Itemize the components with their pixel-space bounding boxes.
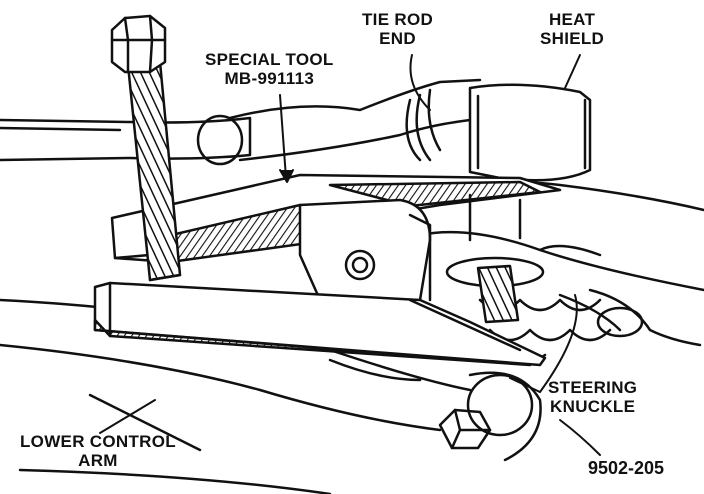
label-lower-control-arm-line1: LOWER CONTROL	[20, 432, 176, 451]
label-lower-control-arm: LOWER CONTROL ARM	[20, 432, 176, 470]
special-tool-jaw	[93, 281, 547, 367]
label-heat-shield: HEAT SHIELD	[540, 10, 604, 48]
leader-lines	[99, 54, 601, 456]
label-steering-knuckle-line1: STEERING	[548, 378, 638, 397]
leader-lower-control-arm	[99, 399, 156, 434]
label-heat-shield-line1: HEAT	[548, 10, 596, 29]
tie-rod-end	[196, 78, 482, 166]
label-special-tool-line2: MB-991113	[224, 69, 315, 88]
tie-rod-stud	[445, 193, 545, 324]
leader-special-tool	[279, 94, 287, 179]
leader-heat-shield	[564, 54, 581, 89]
label-steering-knuckle-line2: KNUCKLE	[550, 397, 636, 416]
label-heat-shield-line2: SHIELD	[540, 29, 605, 48]
forcing-screw-hex-head	[110, 14, 167, 74]
leader-steering-knuckle-2	[539, 294, 578, 393]
figure-number: 9502-205	[588, 458, 665, 478]
label-tie-rod-end-line2: END	[379, 29, 416, 48]
label-lower-control-arm-line2: ARM	[78, 451, 118, 470]
leader-figure-number	[559, 419, 601, 456]
control-arm-nut	[438, 371, 542, 462]
heat-shield	[468, 83, 592, 182]
label-special-tool: SPECIAL TOOL MB-991113	[205, 50, 334, 88]
leader-special-tool-arrow	[279, 169, 294, 183]
tie-rod-shaft	[0, 116, 252, 162]
label-tie-rod-end-line1: TIE ROD	[362, 10, 434, 29]
steering-knuckle-arm	[418, 180, 704, 347]
leader-steering-knuckle	[509, 377, 541, 393]
special-tool-pivot	[298, 198, 432, 308]
label-steering-knuckle: STEERING KNUCKLE	[548, 378, 637, 416]
label-tie-rod-end: TIE ROD END	[362, 10, 433, 48]
label-special-tool-line1: SPECIAL TOOL	[205, 50, 334, 69]
leader-tie-rod-end	[409, 54, 431, 111]
